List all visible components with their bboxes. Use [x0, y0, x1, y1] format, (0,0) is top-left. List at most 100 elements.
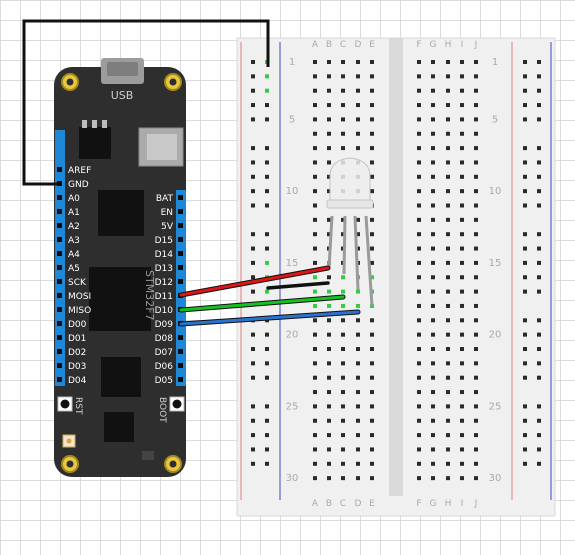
- breadboard-hole[interactable]: [327, 232, 331, 237]
- breadboard-hole[interactable]: [446, 461, 450, 466]
- breadboard-hole[interactable]: [417, 433, 421, 438]
- breadboard-hole[interactable]: [474, 88, 478, 93]
- breadboard-hole[interactable]: [370, 146, 374, 151]
- pin-a2[interactable]: [57, 223, 62, 228]
- wire-d11-red[interactable]: [179, 266, 330, 297]
- breadboard-hole[interactable]: [356, 418, 360, 423]
- breadboard-hole[interactable]: [370, 217, 374, 222]
- breadboard-hole[interactable]: [446, 60, 450, 64]
- pin-d00[interactable]: [57, 321, 62, 326]
- breadboard-hole[interactable]: [446, 390, 450, 395]
- breadboard-hole[interactable]: [356, 117, 360, 122]
- rail-hole[interactable]: [523, 289, 527, 294]
- breadboard-hole[interactable]: [417, 447, 421, 452]
- breadboard-hole[interactable]: [313, 232, 317, 237]
- breadboard-hole[interactable]: [327, 160, 331, 165]
- breadboard-hole[interactable]: [356, 461, 360, 466]
- breadboard-hole[interactable]: [356, 303, 360, 308]
- breadboard-hole[interactable]: [431, 246, 435, 251]
- rail-hole[interactable]: [265, 146, 269, 151]
- breadboard-hole[interactable]: [431, 103, 435, 108]
- breadboard-hole[interactable]: [313, 174, 317, 179]
- pin-d12[interactable]: [178, 279, 183, 284]
- breadboard-hole[interactable]: [446, 347, 450, 351]
- breadboard-hole[interactable]: [474, 390, 478, 395]
- breadboard-hole[interactable]: [341, 146, 345, 151]
- breadboard-hole[interactable]: [417, 375, 421, 380]
- breadboard-hole[interactable]: [341, 476, 345, 481]
- breadboard-hole[interactable]: [341, 390, 345, 395]
- breadboard-hole[interactable]: [417, 60, 421, 64]
- breadboard-hole[interactable]: [446, 447, 450, 452]
- breadboard-hole[interactable]: [446, 74, 450, 79]
- breadboard-hole[interactable]: [460, 318, 464, 323]
- breadboard-hole[interactable]: [460, 160, 464, 165]
- breadboard-hole[interactable]: [474, 232, 478, 237]
- breadboard-hole[interactable]: [341, 375, 345, 380]
- breadboard-hole[interactable]: [431, 60, 435, 64]
- breadboard-hole[interactable]: [460, 260, 464, 265]
- breadboard-hole[interactable]: [327, 433, 331, 438]
- breadboard-hole[interactable]: [474, 203, 478, 208]
- rail-hole[interactable]: [523, 275, 527, 280]
- breadboard-hole[interactable]: [460, 232, 464, 237]
- breadboard-hole[interactable]: [431, 361, 435, 366]
- rail-hole[interactable]: [537, 232, 541, 237]
- breadboard-hole[interactable]: [474, 160, 478, 165]
- pin-miso[interactable]: [57, 307, 62, 312]
- rail-hole[interactable]: [537, 375, 541, 380]
- breadboard-hole[interactable]: [474, 174, 478, 179]
- breadboard-hole[interactable]: [341, 74, 345, 79]
- rail-hole[interactable]: [265, 447, 269, 452]
- pin-d04[interactable]: [57, 377, 62, 382]
- breadboard-hole[interactable]: [460, 246, 464, 251]
- breadboard-hole[interactable]: [417, 232, 421, 237]
- breadboard-hole[interactable]: [356, 217, 360, 222]
- breadboard-hole[interactable]: [313, 203, 317, 208]
- rail-hole[interactable]: [265, 404, 269, 409]
- breadboard-hole[interactable]: [417, 260, 421, 265]
- rail-hole[interactable]: [537, 332, 541, 337]
- breadboard-hole[interactable]: [370, 174, 374, 179]
- pin-en[interactable]: [178, 209, 183, 214]
- breadboard-hole[interactable]: [474, 404, 478, 409]
- breadboard-hole[interactable]: [446, 289, 450, 294]
- rail-hole[interactable]: [537, 103, 541, 108]
- breadboard-hole[interactable]: [356, 232, 360, 237]
- breadboard-hole[interactable]: [474, 347, 478, 351]
- breadboard-hole[interactable]: [313, 160, 317, 165]
- breadboard-hole[interactable]: [417, 189, 421, 194]
- breadboard-hole[interactable]: [313, 131, 317, 136]
- pin-d13[interactable]: [178, 265, 183, 270]
- breadboard-hole[interactable]: [460, 275, 464, 280]
- breadboard-hole[interactable]: [370, 390, 374, 395]
- rail-hole[interactable]: [537, 146, 541, 151]
- breadboard-hole[interactable]: [446, 375, 450, 380]
- pin-mosi[interactable]: [57, 293, 62, 298]
- rail-hole[interactable]: [265, 433, 269, 438]
- breadboard-hole[interactable]: [417, 418, 421, 423]
- pin-a3[interactable]: [57, 237, 62, 242]
- breadboard-hole[interactable]: [431, 260, 435, 265]
- breadboard-hole[interactable]: [446, 131, 450, 136]
- breadboard-hole[interactable]: [313, 418, 317, 423]
- pin-bat[interactable]: [178, 195, 183, 200]
- rail-hole[interactable]: [251, 74, 255, 79]
- breadboard-hole[interactable]: [356, 289, 360, 294]
- rail-hole[interactable]: [537, 174, 541, 179]
- breadboard-hole[interactable]: [446, 217, 450, 222]
- rail-hole[interactable]: [523, 174, 527, 179]
- rail-hole[interactable]: [537, 347, 541, 351]
- pin-d07[interactable]: [178, 349, 183, 354]
- breadboard-hole[interactable]: [341, 361, 345, 366]
- rail-hole[interactable]: [251, 160, 255, 165]
- rail-hole[interactable]: [265, 117, 269, 122]
- breadboard-hole[interactable]: [474, 103, 478, 108]
- pin-aref[interactable]: [57, 167, 62, 172]
- pin-d14[interactable]: [178, 251, 183, 256]
- rail-hole[interactable]: [523, 246, 527, 251]
- breadboard-hole[interactable]: [446, 189, 450, 194]
- breadboard-hole[interactable]: [417, 289, 421, 294]
- breadboard-hole[interactable]: [417, 203, 421, 208]
- rail-hole[interactable]: [523, 447, 527, 452]
